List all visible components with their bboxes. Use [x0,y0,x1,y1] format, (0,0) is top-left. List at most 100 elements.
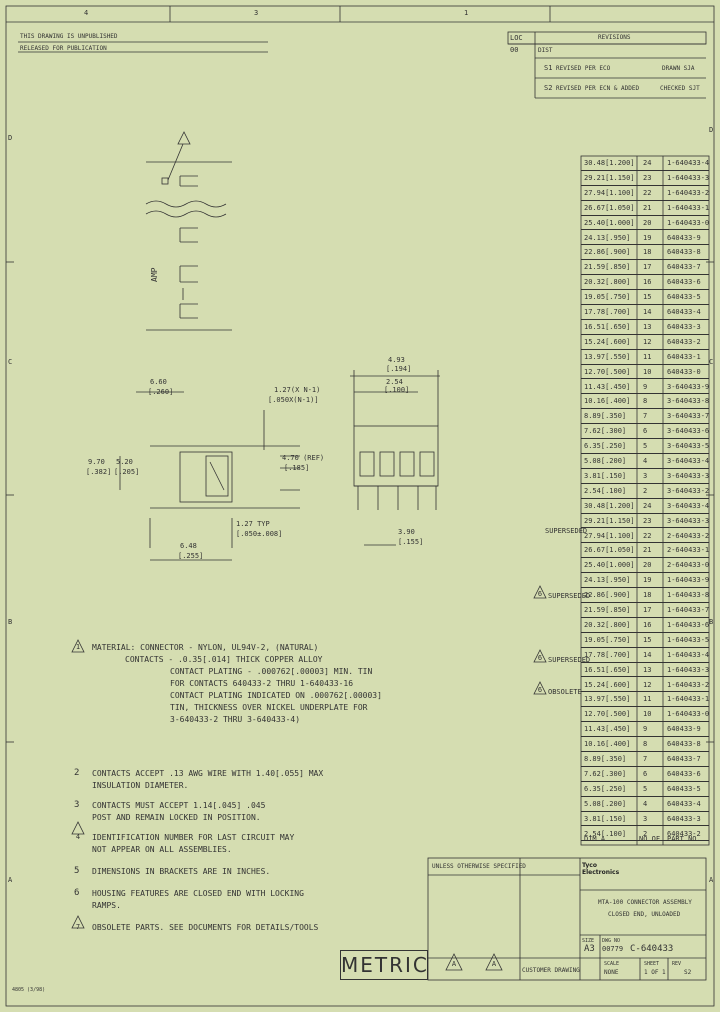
part-row-dim: 26.67[1.050] [584,203,635,212]
part-row-count: 6 [643,427,648,436]
part-row-number: 1-640433-8 [667,591,710,600]
note-line: POST AND REMAIN LOCKED IN POSITION. [92,813,261,822]
part-table-header: DIM A NO OF PART NO. [581,833,709,846]
part-row-count: 5 [643,784,648,793]
rev1-drawn: DRAWN SJA [662,65,695,72]
rev-value: S2 [684,969,692,976]
part-row-dim: 17.78[.700] [584,650,631,659]
part-row-number: 640433-5 [667,784,701,793]
rev2-letter: S2 [544,84,553,92]
part-row-number: 640433-2 [667,337,701,346]
dim-pitch: 1.27 TYP [236,520,270,528]
part-row-count: 2 [643,486,648,495]
part-row-dim: 29.21[1.150] [584,173,635,182]
part-row-count: 16 [643,278,652,287]
part-row-dim: 11.43[.450] [584,382,631,391]
form-code: 4805 (3/98) [12,987,46,993]
size-label: SIZE [582,938,595,944]
cage-code: 00779 [602,945,624,953]
side-note-1: SUPERSEDED [545,527,588,535]
part-row-number: 1-640433-2 [667,680,710,689]
part-row-number: 3-640433-2 [667,486,710,495]
part-row-count: 18 [643,591,652,600]
rev1-letter: S1 [544,64,553,72]
note-number: 3 [74,800,80,810]
side-note-3: SUPERSEDED [548,656,591,664]
zone-right-b: B [709,618,714,626]
part-row-count: 19 [643,233,652,242]
header-no-of: NO OF [639,835,661,843]
dim-end-mid: 2.54 [386,378,403,386]
part-row-dim: 8.89[.350] [584,755,627,763]
part-row-dim: 10.16[.400] [584,740,631,749]
side-note-2: SUPERSEDED [548,592,591,600]
part-row-dim: 2.54[.100] [584,829,627,838]
part-row-number: 1-640433-9 [667,576,710,585]
rev1-description: REVISED PER ECO [556,65,611,72]
dim-overall: 1.27(X N-1) [274,386,321,394]
part-row-number: 1-640433-4 [667,650,710,659]
part-row-number: 640433-3 [667,814,701,823]
part-row-dim: 25.40[1.000] [584,218,635,227]
part-row-count: 23 [643,516,652,525]
part-row-number: 640433-6 [667,278,701,287]
part-row-dim: 3.81[.150] [584,471,627,480]
part-row-number: 1-640433-1 [667,695,710,704]
note-line: TIN, THICKNESS OVER NICKEL UNDERPLATE FO… [170,703,368,712]
part-row-count: 4 [643,799,648,808]
note-line: IDENTIFICATION NUMBER FOR LAST CIRCUIT M… [92,833,295,842]
dim-height-1-inch: [.382] [86,468,112,476]
zone-left-a: A [8,876,13,884]
table-row: 29.21[1.150] 23 1-640433-3 [581,171,709,186]
note-number: 5 [74,866,80,876]
note-number-flag: 1 [75,643,81,651]
part-row-count: 7 [643,755,648,763]
part-row-count: 20 [643,561,652,570]
note-line: CONTACTS - .0.35[.014] THICK COPPER ALLO… [125,655,323,664]
dim-end-top: 4.93 [388,356,405,364]
part-row-count: 12 [643,337,652,346]
title-tri-a: A [451,960,457,968]
dim-bottom-inch: [.255] [178,552,204,560]
part-row-dim: 20.32[.800] [584,278,631,287]
part-row-count: 24 [643,501,652,510]
scale-label: SCALE [604,961,620,967]
drawing-size: A3 [584,944,595,954]
note-line: DIMENSIONS IN BRACKETS ARE IN INCHES. [92,867,271,876]
part-row-count: 21 [643,203,652,212]
part-row-number: 640433-4 [667,799,701,808]
part-row-dim: 5.08[.200] [584,799,627,808]
zone-right-c: C [709,358,714,366]
part-row-number: 1-640433-3 [667,173,710,182]
part-row-dim: 19.05[.750] [584,293,631,302]
note-line: CONTACTS ACCEPT .13 AWG WIRE WITH 1.40[.… [92,769,324,778]
part-row-count: 23 [643,173,652,182]
note-line: NOT APPEAR ON ALL ASSEMBLIES. [92,845,232,854]
note-line: CONTACTS MUST ACCEPT 1.14[.045] .045 [92,801,266,810]
company-logo: Tyco Electronics [582,862,619,876]
dim-end-mid-inch: [.100] [384,386,410,394]
part-row-dim: 13.97[.550] [584,695,631,704]
part-row-dim: 22.86[.900] [584,591,631,600]
revisions-title: REVISIONS [598,34,631,41]
part-row-number: 3-640433-9 [667,382,710,391]
part-row-number: 1-640433-2 [667,188,710,197]
part-row-count: 8 [643,740,648,749]
part-row-number: 640433-6 [667,769,701,778]
part-row-count: 22 [643,531,652,540]
